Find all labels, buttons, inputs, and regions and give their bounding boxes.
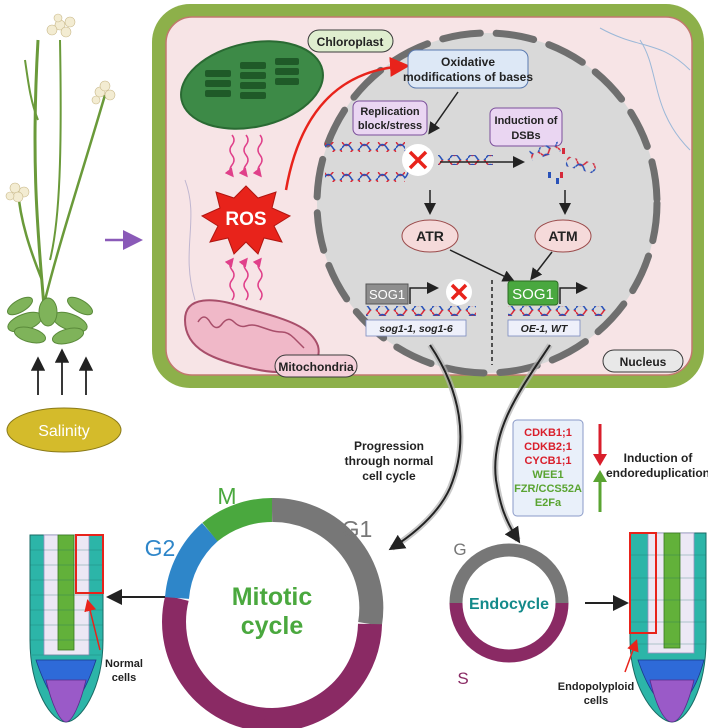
oxidative-line2: modifications of bases: [403, 70, 533, 84]
endocycle-g-arc: [449, 543, 569, 604]
endocycle-s-label: S: [457, 669, 468, 688]
endoreduplication-arrow: [494, 344, 551, 544]
replication-block-x-icon: [408, 150, 428, 170]
dsb-box: [489, 107, 563, 147]
sog1-active-box: [507, 280, 559, 306]
normal-cells-line2: cells: [112, 672, 136, 684]
broken-dna: [529, 141, 597, 184]
root-endopolyploid: [629, 532, 707, 723]
endopolyploid-line2: cells: [584, 695, 608, 707]
dna-strand-right: [438, 155, 493, 165]
induction-line1: Induction of: [624, 451, 694, 465]
nucleus-label-box: [602, 349, 684, 373]
endopolyploid-cells-highlight: [629, 532, 657, 634]
normal-cells-pointer: [84, 599, 101, 651]
mutant-alleles-label: sog1-1, sog1-6: [379, 323, 453, 335]
sog1-active-arrow: [559, 282, 588, 304]
gene-down-0: CDKB1;1: [524, 427, 572, 439]
up-arrow-icon: [593, 470, 607, 482]
dna-active-promoter: [508, 306, 608, 316]
endocycle-ring: [449, 543, 569, 663]
gene-down-2: CYCB1;1: [524, 455, 571, 467]
endopolyploid-line1: Endopolyploid: [558, 681, 634, 693]
endocycle-center: Endocycle: [469, 596, 549, 613]
mitotic-cycle-ring: [162, 497, 384, 728]
mitotic-g2-arc: [165, 522, 219, 600]
mitotic-g1-label: G1: [342, 516, 373, 542]
root-normal: [29, 534, 104, 723]
mitochondria-label-box: [274, 354, 358, 378]
nucleus-label: Nucleus: [620, 355, 667, 369]
atm-label: ATM: [548, 228, 577, 244]
chloroplast: [180, 40, 324, 130]
oxidative-box: [407, 49, 529, 89]
mitotic-s-label: S: [252, 703, 267, 728]
gene-up-0: WEE1: [532, 469, 563, 481]
nuclear-envelope: [313, 29, 661, 377]
induction-line2: endoreduplication: [606, 466, 708, 480]
atr-to-sog1-arrow: [449, 249, 515, 282]
mitotic-m-label: M: [217, 483, 236, 509]
oxidative-line1: Oxidative: [441, 55, 495, 69]
dna-strand-lower: [325, 172, 405, 182]
mutant-alleles-box: [365, 319, 467, 337]
genes-box: [512, 419, 584, 517]
gene-up-2: E2Fa: [535, 497, 562, 509]
replication-box: [352, 100, 428, 136]
ros-label: ROS: [225, 209, 266, 230]
sog1-mutant-box: [365, 283, 409, 305]
mitotic-g2-label: G2: [145, 535, 176, 561]
replication-line1: Replication: [360, 106, 420, 118]
sog1-active-label: SOG1: [512, 286, 554, 303]
mitochondria-label: Mitochondria: [278, 360, 354, 374]
oe-alleles-box: [507, 319, 581, 337]
gene-down-1: CDKB2;1: [524, 441, 572, 453]
endocycle-g-label: G: [453, 540, 466, 559]
oxidative-down-arrow: [428, 91, 459, 135]
dsb-line1: Induction of: [495, 115, 558, 127]
mitotic-center-line1: Mitotic: [232, 583, 313, 611]
dsb-line2: DSBs: [511, 130, 540, 142]
salinity-ellipse: [6, 407, 122, 453]
sog1-mutant-label: SOG1: [369, 287, 405, 302]
chloroplast-label: Chloroplast: [317, 35, 384, 49]
endopolyploid-cells-pointer: [624, 639, 639, 673]
ros-signal-waves-bottom: [224, 257, 263, 301]
dna-mutant-promoter: [366, 306, 476, 316]
salinity-arrows: [30, 348, 94, 395]
progression-line2: through normal: [345, 454, 434, 468]
replication-line2: block/stress: [358, 120, 422, 132]
oe-alleles-label: OE-1, WT: [521, 323, 569, 335]
ros-signal-waves-top: [224, 134, 263, 178]
atm-ellipse: [534, 219, 592, 253]
chloroplast-label-box: [307, 29, 394, 53]
atr-label: ATR: [416, 228, 444, 244]
ros-to-oxidative-arrow: [284, 56, 410, 191]
mitochondria: [183, 299, 320, 374]
atr-ellipse: [401, 219, 459, 253]
mitotic-s-arc: [162, 595, 382, 728]
normal-cells-highlight: [75, 534, 104, 594]
atm-to-sog1-arrow: [530, 251, 553, 281]
gene-up-1: FZR/CCS52A: [514, 483, 582, 495]
mitotic-center-line2: cycle: [241, 612, 304, 640]
sog1-mutant-x-icon: [450, 283, 468, 301]
progression-line1: Progression: [354, 439, 424, 453]
progression-line3: cell cycle: [362, 469, 416, 483]
endocycle-s-arc: [449, 602, 569, 663]
mitotic-g1-arc: [271, 497, 384, 626]
arabidopsis-plant: [5, 13, 116, 345]
normal-cells-line1: Normal: [105, 658, 143, 670]
dna-strand-upper: [325, 142, 405, 152]
sog1-mutant-arrow: [409, 282, 439, 304]
down-arrow-icon: [593, 454, 607, 466]
ros-burst: [200, 185, 292, 255]
salinity-label: Salinity: [38, 423, 90, 440]
mitotic-m-arc: [202, 497, 273, 542]
normal-progression-arrow: [388, 344, 462, 551]
